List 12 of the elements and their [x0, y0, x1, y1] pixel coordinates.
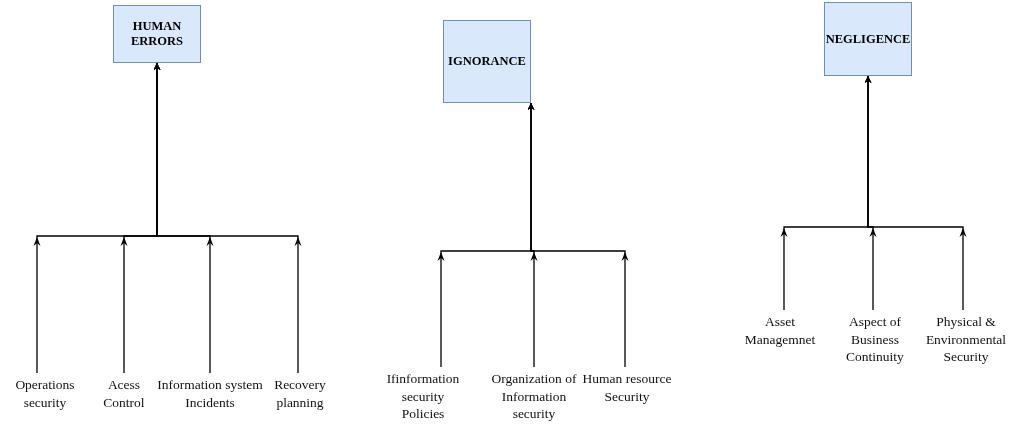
arrow	[527, 102, 629, 368]
node-label: Physical & Environmental Security	[914, 313, 1018, 366]
node-label: Asset Managemnet	[734, 313, 826, 349]
category-box: NEGLIGENCE	[824, 2, 912, 76]
category-box: IGNORANCE	[443, 20, 531, 103]
arrow	[153, 62, 302, 374]
node-label: Aspect of Business Continuity	[833, 313, 917, 366]
category-box: HUMAN ERRORS	[113, 5, 201, 63]
node-label: Ifinformation security Policies	[382, 370, 464, 423]
node-label: Organization of Information security	[484, 370, 584, 423]
node-label: Operations security	[5, 376, 85, 412]
arrow	[864, 75, 967, 311]
